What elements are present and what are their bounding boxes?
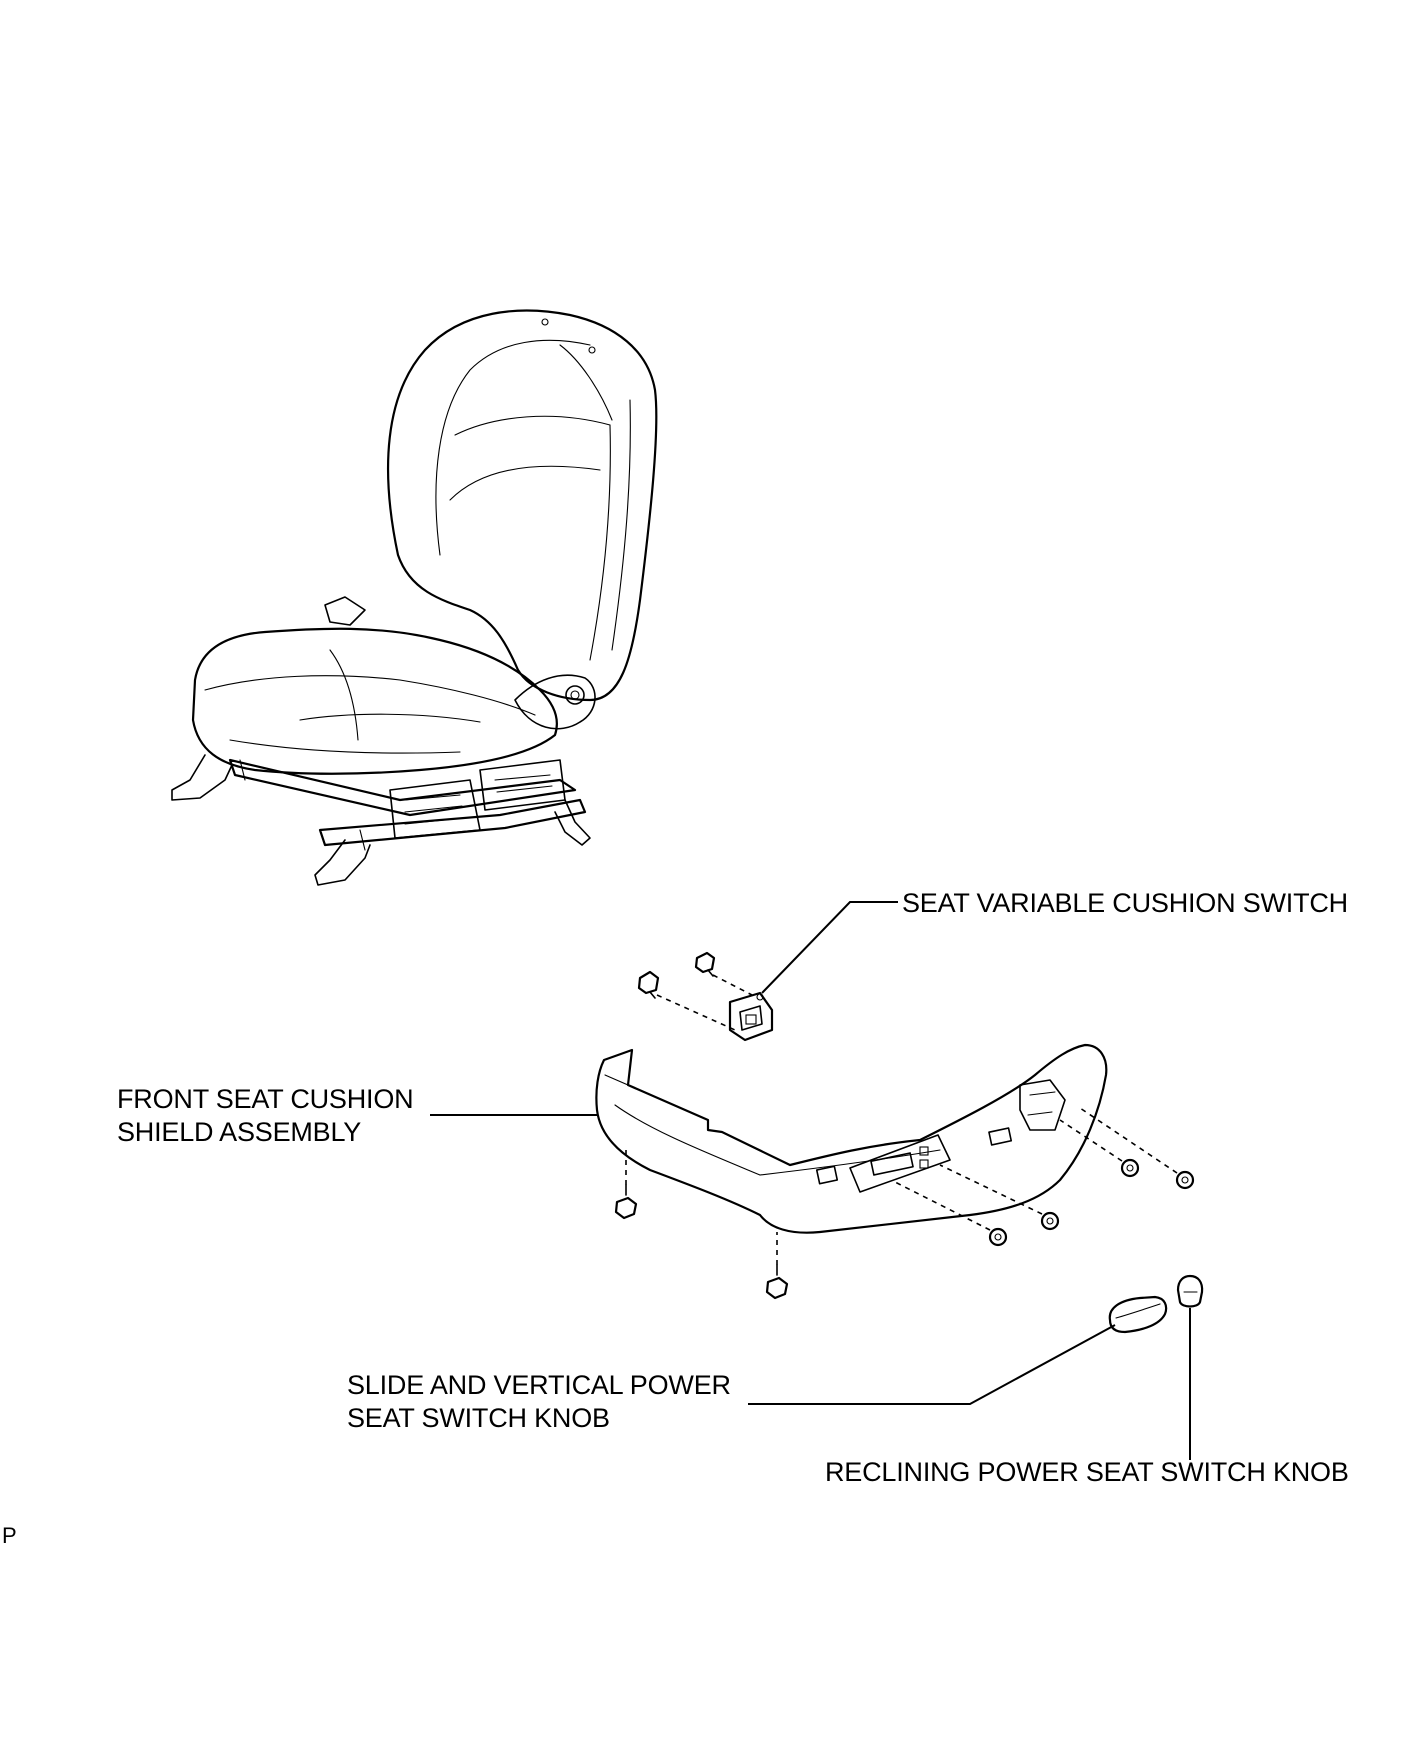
shield-screw-bottom-left — [614, 1184, 638, 1220]
leader-seat-variable-cushion-switch — [761, 901, 898, 994]
callout-slide-vertical-knob-line1: SLIDE AND VERTICAL POWER — [347, 1370, 731, 1400]
callout-slide-vertical-knob-line2: SEAT SWITCH KNOB — [347, 1403, 610, 1433]
reclining-power-seat-switch-knob — [1176, 1274, 1204, 1308]
callout-seat-variable-cushion-switch: SEAT VARIABLE CUSHION SWITCH — [902, 888, 1348, 918]
shield-screw-rear — [1120, 1158, 1140, 1178]
shield-screw-center-right — [1040, 1211, 1060, 1231]
shield-screw-path-rear — [1059, 1119, 1123, 1162]
shield-screw-center — [988, 1227, 1008, 1247]
switch-screw-right — [694, 951, 716, 977]
front-seat-cushion-shield-assembly — [595, 1043, 1108, 1234]
front-seat-assembly — [171, 309, 658, 886]
callout-front-seat-cushion-line1: FRONT SEAT CUSHION — [117, 1084, 414, 1114]
leader-slide-vertical-knob — [748, 1324, 1116, 1405]
switch-screw-path-right — [712, 974, 753, 996]
slide-vertical-power-seat-switch-knob — [1108, 1295, 1168, 1334]
switch-screw-left — [637, 970, 660, 999]
shield-screw-path-c — [894, 1181, 991, 1231]
callout-front-seat-cushion-line2: SHIELD ASSEMBLY — [117, 1117, 362, 1147]
figure-code: P — [2, 1523, 17, 1548]
shield-screw-bottom-center — [765, 1264, 789, 1300]
switch-screw-path-left — [656, 994, 736, 1031]
shield-screw-far-rear — [1175, 1170, 1195, 1190]
callout-reclining-knob: RECLINING POWER SEAT SWITCH KNOB — [825, 1457, 1349, 1487]
shield-screw-path-cr — [939, 1164, 1043, 1215]
seat-variable-cushion-switch — [728, 991, 774, 1042]
